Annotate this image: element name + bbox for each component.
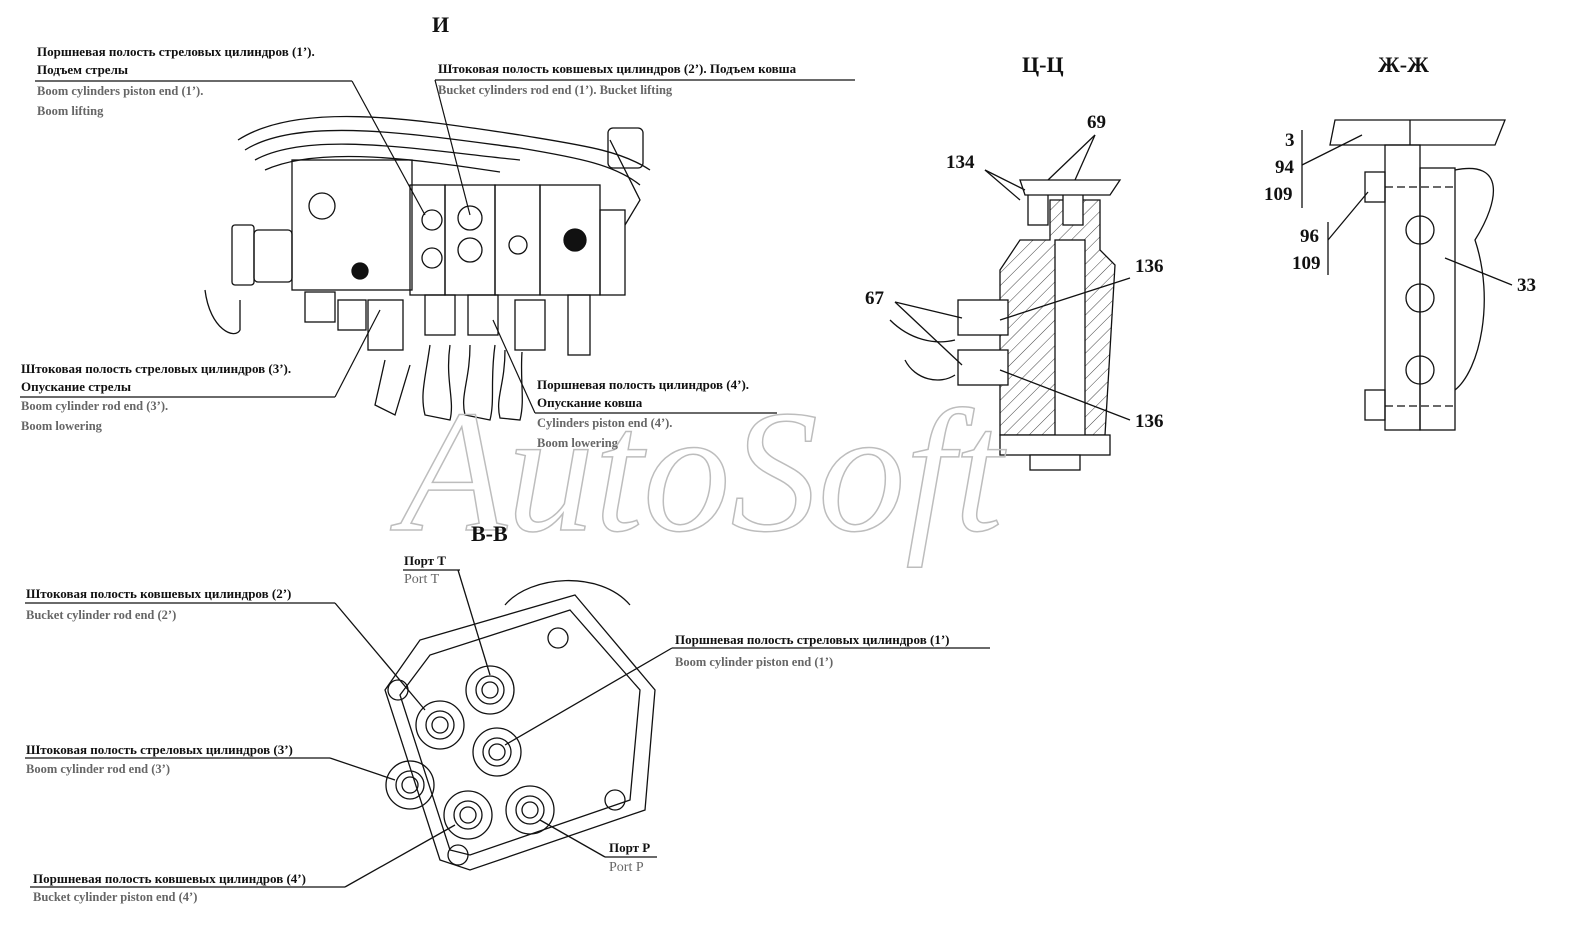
callout-bucket-rod-ru: Штоковая полость ковшевых цилиндров (2’)… <box>438 61 797 76</box>
ts-number-134: 134 <box>946 152 975 173</box>
watermark: AutoSoft <box>390 374 1007 568</box>
callout-boom-rod-en-1: Boom cylinder rod end (3’). <box>21 399 169 413</box>
view-ts-section <box>889 134 1131 471</box>
callout-v-boom-rod-en: Boom cylinder rod end (3’) <box>26 762 170 776</box>
callout-cyl-piston-ru-2: Опускание ковша <box>537 395 643 410</box>
callout-v-boom-piston-ru: Поршневая полость стреловых цилиндров (1… <box>675 632 950 647</box>
callout-v-bucket-piston-ru: Поршневая полость ковшевых цилиндров (4’… <box>33 871 306 886</box>
callout-port-p-en: Port P <box>609 860 644 875</box>
zh-number-3: 3 <box>1285 130 1295 151</box>
callout-bucket-rod-en: Bucket cylinders rod end (1’). Bucket li… <box>438 83 673 97</box>
callout-port-t-ru: Порт Т <box>404 553 446 568</box>
callout-v-bucket-rod-ru: Штоковая полость ковшевых цилиндров (2’) <box>26 586 292 601</box>
callout-boom-piston-en-1: Boom cylinders piston end (1’). <box>37 84 204 98</box>
zh-number-96: 96 <box>1300 226 1319 247</box>
callout-cyl-piston-en-2: Boom lowering <box>537 436 618 450</box>
ts-number-136-top: 136 <box>1135 256 1164 277</box>
view-i-valve-assembly <box>204 115 651 421</box>
view-i-leaders <box>20 79 855 414</box>
zh-number-94: 94 <box>1275 157 1294 178</box>
view-v-block <box>25 569 990 888</box>
callout-v-boom-piston-en: Boom cylinder piston end (1’) <box>675 655 834 669</box>
ts-number-67: 67 <box>865 288 884 309</box>
callout-v-bucket-piston-en: Bucket cylinder piston end (4’) <box>33 890 198 904</box>
callout-cyl-piston-ru-1: Поршневая полость цилиндров (4’). <box>537 377 750 392</box>
section-label-i: И <box>432 12 450 37</box>
callout-boom-piston-en-2: Boom lifting <box>37 104 104 118</box>
section-label-zh: Ж-Ж <box>1378 52 1429 77</box>
section-label-ts: Ц-Ц <box>1022 52 1064 77</box>
ts-number-69: 69 <box>1087 112 1106 133</box>
zh-number-109-top: 109 <box>1264 184 1293 205</box>
callout-v-bucket-rod-en: Bucket cylinder rod end (2’) <box>26 608 177 622</box>
zh-number-109-bottom: 109 <box>1292 253 1321 274</box>
zh-number-33: 33 <box>1517 275 1536 296</box>
callout-cyl-piston-en-1: Cylinders piston end (4’). <box>537 416 673 430</box>
callout-port-t-en: Port T <box>404 572 440 587</box>
callout-port-p-ru: Порт Р <box>609 840 651 855</box>
callout-boom-piston-ru-2: Подъем стрелы <box>37 62 129 77</box>
callout-boom-rod-en-2: Boom lowering <box>21 419 102 433</box>
ts-number-136-bottom: 136 <box>1135 411 1164 432</box>
callout-boom-rod-ru-1: Штоковая полость стреловых цилиндров (3’… <box>21 361 292 376</box>
callout-boom-rod-ru-2: Опускание стрелы <box>21 379 132 394</box>
callout-v-boom-rod-ru: Штоковая полость стреловых цилиндров (3’… <box>26 742 293 757</box>
callout-boom-piston-ru-1: Поршневая полость стреловых цилиндров (1… <box>37 44 315 59</box>
view-zh-side <box>1301 119 1513 431</box>
section-label-v: В-В <box>471 521 508 546</box>
